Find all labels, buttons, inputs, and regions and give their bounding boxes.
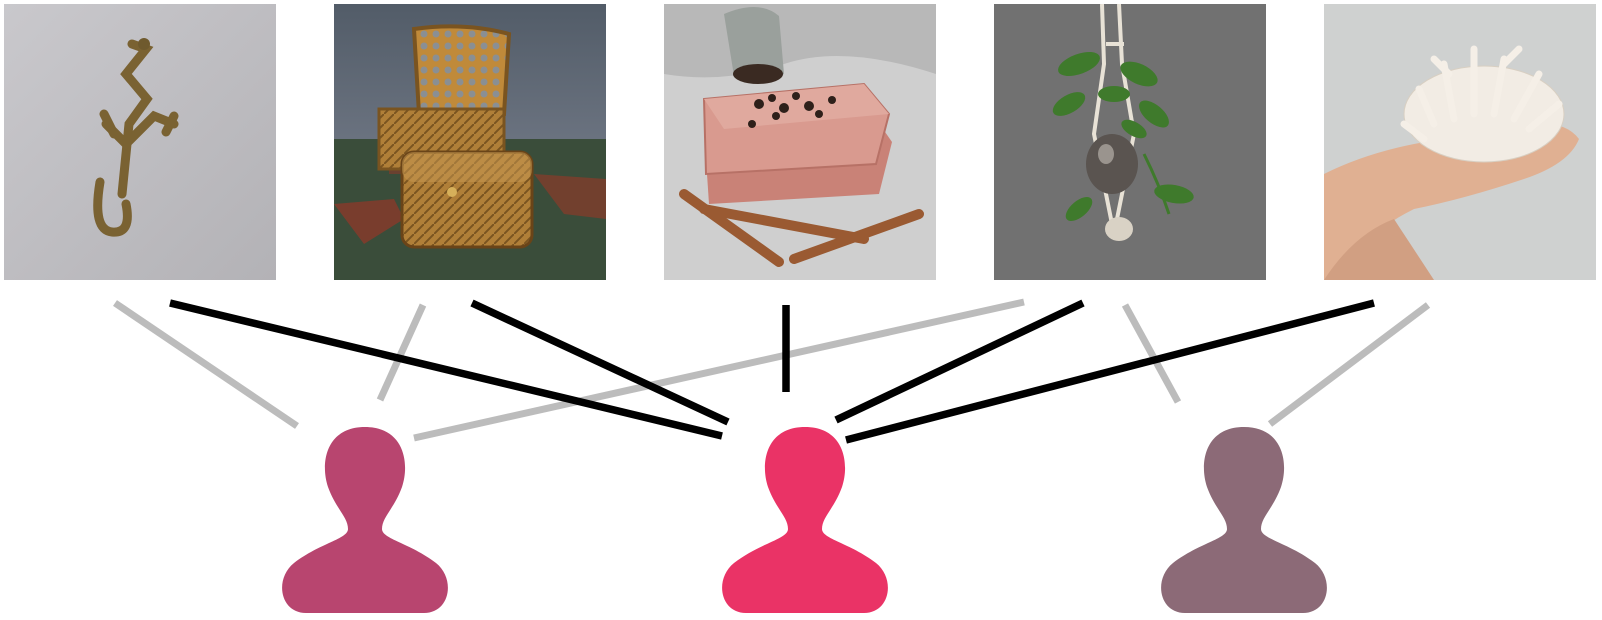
link-anchor-hook-user-left bbox=[113, 300, 299, 429]
user-left-person-icon bbox=[282, 427, 448, 613]
link-wicker-boxes-user-left bbox=[376, 303, 427, 402]
user-center-person-icon bbox=[722, 427, 888, 613]
link-anchor-hook-user-center bbox=[169, 299, 723, 440]
wicker-boxes-photo bbox=[334, 4, 606, 280]
anchor-hook-photo bbox=[4, 4, 276, 280]
link-coral-user-right bbox=[1267, 302, 1431, 427]
soap-cinnamon-photo bbox=[664, 4, 936, 280]
link-hanging-plant-user-left bbox=[413, 298, 1025, 442]
coral-photo bbox=[1324, 4, 1596, 280]
link-hanging-plant-user-center bbox=[834, 299, 1085, 424]
link-coral-user-center bbox=[845, 299, 1375, 444]
link-hanging-plant-user-right bbox=[1121, 303, 1182, 404]
hanging-plant-photo bbox=[994, 4, 1266, 280]
user-right-person-icon bbox=[1161, 427, 1327, 613]
link-wicker-boxes-user-center bbox=[470, 299, 730, 426]
